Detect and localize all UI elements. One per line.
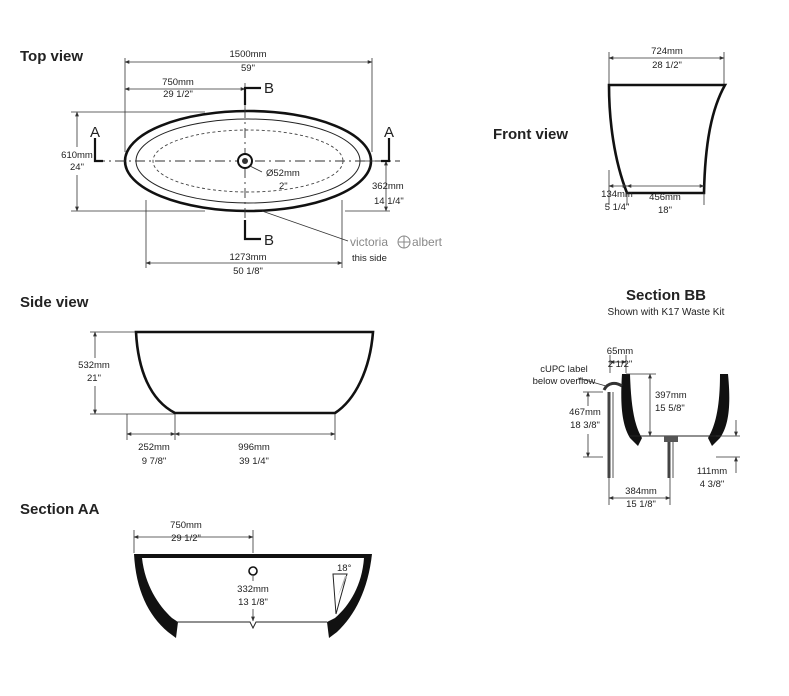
section-b-top-label: B bbox=[264, 80, 274, 97]
section-b-top-mark bbox=[243, 86, 261, 105]
side-base-in-label: 39 1/4" bbox=[239, 456, 269, 467]
side-height-mm-label: 532mm bbox=[78, 360, 110, 371]
label-mask bbox=[72, 358, 118, 386]
section-aa-view: Section AA 750mm 29 1/2" 332mm 13 1/8" 1… bbox=[20, 501, 372, 638]
waste-outlet-center bbox=[242, 158, 248, 164]
side-left-in-label: 9 7/8" bbox=[142, 456, 167, 467]
section-bb-title: Section BB bbox=[626, 287, 706, 304]
section-bb-right-wall bbox=[708, 374, 730, 446]
section-bb-subtitle: Shown with K17 Waste Kit bbox=[608, 307, 725, 318]
section-aa-depth-in-label: 13 1/8" bbox=[238, 597, 268, 608]
overflow-icon bbox=[248, 566, 258, 576]
angle-fill bbox=[338, 576, 347, 596]
label-mask bbox=[58, 147, 98, 175]
angle-indicator bbox=[332, 573, 348, 615]
section-a-left-label: A bbox=[90, 124, 100, 141]
section-b-bottom-label: B bbox=[264, 232, 274, 249]
waste-outlet-fitting bbox=[664, 436, 678, 442]
section-aa-floor-line bbox=[176, 621, 327, 630]
side-left-mm-label: 252mm bbox=[138, 442, 170, 453]
section-aa-half-in-label: 29 1/2" bbox=[171, 533, 201, 544]
top-view: Top view 1500mm 59" 750mm 29 1/2" 610mm … bbox=[20, 48, 443, 277]
section-aa-depth-mm-label: 332mm bbox=[237, 584, 269, 595]
side-view: Side view 532mm 21" 252mm 9 7/8" 996mm 3… bbox=[20, 294, 375, 467]
offset-in-label: 14 1/4" bbox=[374, 196, 404, 207]
section-bb-floor-in-label: 4 3/8" bbox=[700, 479, 725, 490]
width-mm-label: 1500mm bbox=[230, 49, 267, 60]
front-view-title: Front view bbox=[493, 126, 568, 143]
section-bb-height-in-label: 18 3/8" bbox=[570, 420, 600, 431]
width-in-label: 59" bbox=[241, 63, 255, 74]
leader-line bbox=[249, 165, 263, 173]
top-view-title: Top view bbox=[20, 48, 83, 65]
front-width-in-label: 28 1/2" bbox=[652, 60, 682, 71]
label-mask bbox=[232, 581, 276, 609]
cupc-label-line2: below overflow bbox=[533, 376, 596, 387]
front-base-in-label: 18" bbox=[658, 205, 672, 216]
section-a-right-mark bbox=[381, 138, 391, 163]
front-base-mm-label: 456mm bbox=[649, 192, 681, 203]
brand-text-right: albert bbox=[412, 235, 443, 249]
front-left-mm-label: 134mm bbox=[601, 189, 633, 200]
section-bb-floor-mm-label: 111mm bbox=[697, 466, 727, 477]
section-a-right-label: A bbox=[384, 124, 394, 141]
section-aa-half-mm-label: 750mm bbox=[170, 520, 202, 531]
cupc-label-line1: cUPC label bbox=[540, 364, 588, 375]
overflow-elbow-icon bbox=[602, 381, 623, 391]
section-bb-view: Section BB Shown with K17 Waste Kit 65mm… bbox=[533, 287, 740, 510]
base-mm-label: 1273mm bbox=[230, 252, 267, 263]
side-base-mm-label: 996mm bbox=[238, 442, 270, 453]
waste-mm-label: Ø52mm bbox=[266, 168, 300, 179]
section-a-left-mark bbox=[93, 138, 103, 163]
side-view-title: Side view bbox=[20, 294, 89, 311]
brand-leader-line bbox=[261, 210, 349, 242]
base-in-label: 50 1/8" bbox=[233, 266, 263, 277]
front-view: Front view 724mm 28 1/2" 134mm 5 1/4" 45… bbox=[493, 46, 728, 216]
section-bb-waste-mm-label: 384mm bbox=[625, 486, 657, 497]
waste-in-label: 2" bbox=[279, 181, 288, 192]
half-width-mm-label: 750mm bbox=[162, 77, 194, 88]
section-bb-left-wall bbox=[621, 374, 642, 446]
section-bb-height-mm-label: 467mm bbox=[569, 407, 601, 418]
brand-plus-logo-icon bbox=[397, 235, 411, 249]
half-width-in-label: 29 1/2" bbox=[163, 89, 193, 100]
depth-mm-label: 610mm bbox=[61, 150, 93, 161]
section-bb-rim-in-label: 2 1/2" bbox=[608, 359, 633, 370]
brand-note: this side bbox=[352, 253, 387, 264]
front-tub-outline bbox=[607, 83, 728, 195]
section-b-bottom-mark bbox=[243, 220, 261, 241]
leader-line bbox=[577, 377, 607, 387]
label-mask bbox=[566, 406, 604, 434]
section-aa-angle-label: 18° bbox=[337, 563, 352, 574]
section-bb-depth-in-label: 15 5/8" bbox=[655, 403, 685, 414]
side-height-in-label: 21" bbox=[87, 373, 101, 384]
section-bb-rim-mm-label: 65mm bbox=[607, 346, 633, 357]
section-bb-waste-in-label: 15 1/8" bbox=[626, 499, 656, 510]
front-width-mm-label: 724mm bbox=[651, 46, 683, 57]
side-tub-outline bbox=[134, 330, 375, 415]
section-bb-depth-mm-label: 397mm bbox=[655, 390, 687, 401]
front-left-in-label: 5 1/4" bbox=[605, 202, 630, 213]
depth-in-label: 24" bbox=[70, 162, 84, 173]
section-aa-title: Section AA bbox=[20, 501, 100, 518]
brand-text-left: victoria bbox=[350, 235, 388, 249]
offset-mm-label: 362mm bbox=[372, 181, 404, 192]
